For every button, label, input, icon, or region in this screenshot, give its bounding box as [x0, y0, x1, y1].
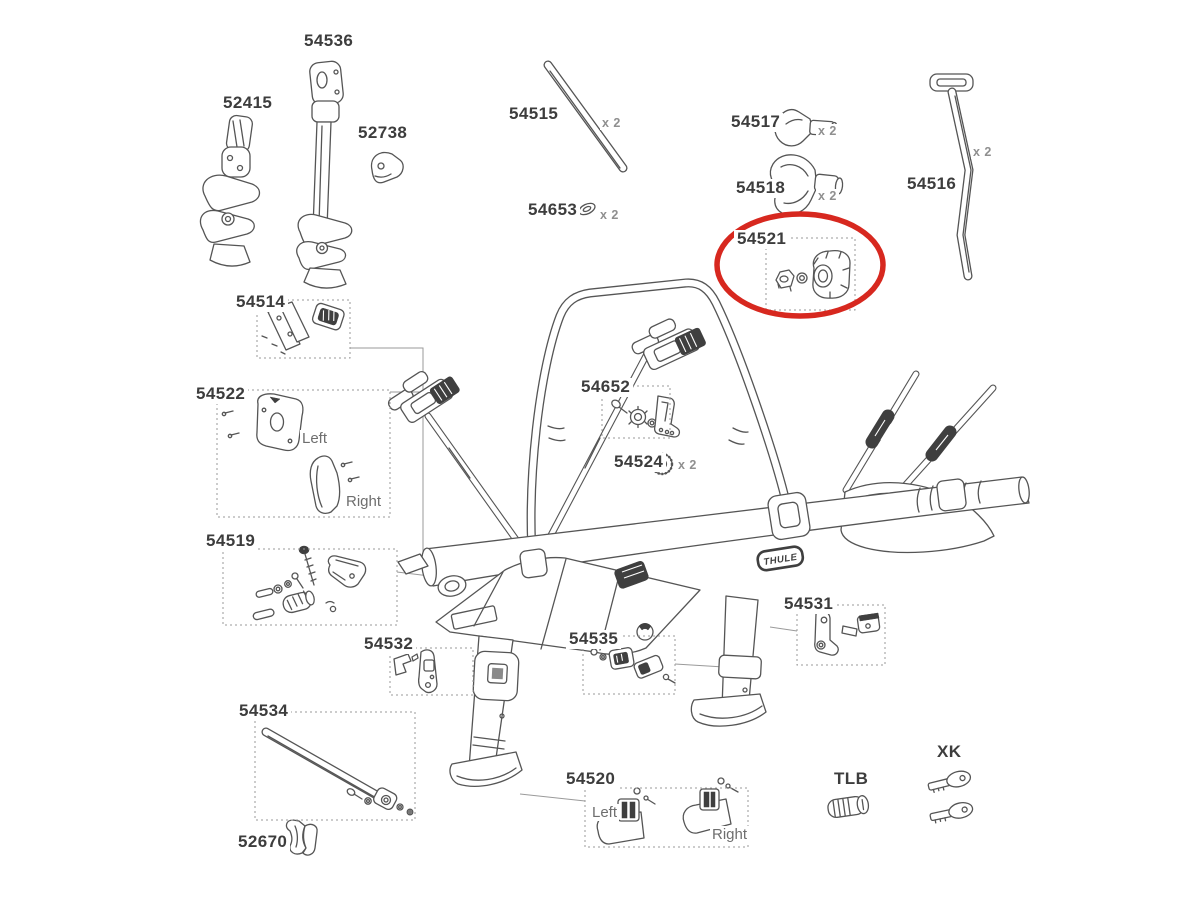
- qty-54653: x 2: [598, 208, 621, 222]
- rack-right-holder-arms: [842, 370, 997, 524]
- part-label-52670: 52670: [235, 832, 291, 852]
- rack-main-beam: [421, 476, 1030, 587]
- part-label-54534: 54534: [236, 701, 292, 721]
- box-54535: [582, 635, 676, 695]
- part-54518-drawing: [769, 154, 844, 216]
- qty-54518: x 2: [816, 189, 839, 203]
- thule-badge: THULE: [756, 545, 805, 572]
- part-label-xk: XK: [934, 742, 965, 762]
- part-54534-drawing: [261, 727, 414, 816]
- part-tlb-drawing: [827, 795, 870, 819]
- qty-54524: x 2: [676, 458, 699, 472]
- rack-left-strap-arm: [387, 371, 536, 566]
- side-label-54522-left: Left: [300, 430, 330, 447]
- rack-left-hub: [397, 548, 548, 597]
- rack-left-leg: [449, 635, 523, 787]
- side-label-54522-right: Right: [344, 493, 384, 510]
- qty-54515: x 2: [600, 116, 623, 130]
- part-54535-drawing: [590, 647, 676, 684]
- box-54534: [254, 711, 416, 821]
- part-label-54517: 54517: [728, 112, 784, 132]
- part-54531-drawing: [814, 610, 881, 656]
- part-54532-drawing: [393, 649, 438, 694]
- part-label-54531: 54531: [781, 594, 837, 614]
- box-54531: [796, 604, 886, 666]
- side-label-54520-right: Right: [710, 826, 750, 843]
- part-label-54522: 54522: [193, 384, 249, 404]
- part-label-54519: 54519: [203, 531, 259, 551]
- part-label-54653: 54653: [525, 200, 581, 220]
- box-54520: [584, 787, 749, 848]
- rack-right-leg: [690, 595, 767, 727]
- part-label-54514: 54514: [233, 292, 289, 312]
- part-52670-drawing: [285, 819, 318, 856]
- part-label-54535: 54535: [566, 629, 622, 649]
- part-label-54652: 54652: [578, 377, 634, 397]
- rack-hoop: [526, 278, 792, 573]
- part-label-54532: 54532: [361, 634, 417, 654]
- part-label-54520: 54520: [563, 769, 619, 789]
- box-54514: [256, 299, 351, 359]
- part-label-54518: 54518: [733, 178, 789, 198]
- thule-badge-text: THULE: [763, 552, 799, 568]
- part-54515-drawing: [543, 60, 628, 173]
- part-xk-keys-drawing: [927, 770, 974, 824]
- rack-platform: [435, 556, 701, 655]
- part-label-54516: 54516: [904, 174, 960, 194]
- group-boxes: [216, 237, 886, 848]
- part-54652-drawing: [611, 395, 681, 438]
- box-54532: [389, 647, 474, 696]
- part-label-54515: 54515: [506, 104, 562, 124]
- side-label-54520-left: Left: [590, 804, 620, 821]
- part-54516-drawing: [929, 73, 974, 281]
- part-54519-drawing: [252, 545, 367, 621]
- part-52738-drawing: [370, 151, 404, 184]
- part-label-52738: 52738: [355, 123, 411, 143]
- part-54521-drawing: [775, 249, 851, 299]
- part-54536-drawing: [296, 60, 353, 289]
- qty-54516: x 2: [971, 145, 994, 159]
- part-52415-drawing: [199, 114, 261, 267]
- box-54521: [765, 237, 856, 311]
- part-54522-drawing: [221, 393, 360, 514]
- part-label-54536: 54536: [301, 31, 357, 51]
- box-54522: [216, 389, 391, 518]
- part-label-52415: 52415: [220, 93, 276, 113]
- box-54519: [222, 548, 398, 626]
- rack-right-hub: [767, 491, 811, 541]
- highlight-ellipse-54521: [714, 211, 886, 319]
- part-label-54524: 54524: [611, 452, 667, 472]
- part-label-54521: 54521: [734, 229, 790, 249]
- qty-54517: x 2: [816, 124, 839, 138]
- part-label-tlb: TLB: [831, 769, 872, 789]
